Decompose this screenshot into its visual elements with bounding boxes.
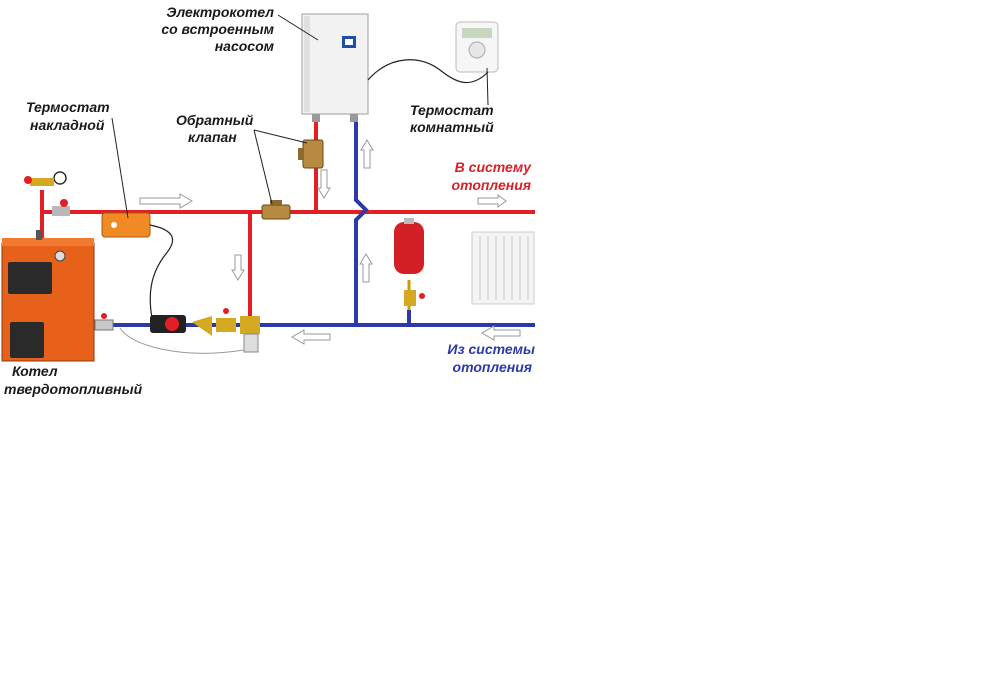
- arrow-return-left-2: [481, 325, 521, 341]
- svg-text:Термостат: Термостат: [26, 99, 110, 115]
- svg-text:твердотопливный: твердотопливный: [4, 381, 143, 397]
- arrow-supply-right-2: [477, 194, 507, 208]
- arrow-down-bypass: [231, 254, 245, 281]
- svg-text:Обратный: Обратный: [176, 112, 254, 128]
- svg-text:насосом: насосом: [215, 38, 275, 54]
- flow-arrows: [139, 139, 521, 345]
- solid-fuel-boiler: [1, 230, 95, 362]
- electric-boiler-return: [354, 118, 369, 325]
- arrow-up-electric-return: [360, 139, 374, 169]
- arrow-return-left-1: [291, 329, 331, 345]
- svg-text:Термостат: Термостат: [410, 102, 494, 118]
- svg-text:Электрокотел: Электрокотел: [166, 4, 274, 20]
- electric-boiler: [301, 13, 369, 122]
- svg-text:накладной: накладной: [30, 117, 105, 133]
- label-check-valve: Обратный клапан: [176, 112, 254, 145]
- label-solid-fuel-boiler: Котел твердотопливный: [4, 363, 143, 397]
- label-pipe-thermostat: Термостат накладной: [26, 99, 110, 133]
- arrow-supply-right-1: [139, 193, 193, 209]
- svg-text:В систему: В систему: [455, 159, 533, 175]
- label-electric-boiler: Электрокотел со встроенным насосом: [161, 4, 274, 54]
- svg-text:комнатный: комнатный: [410, 119, 494, 135]
- check-valve-main: [261, 200, 291, 220]
- radiator: [471, 231, 535, 305]
- pipe-thermostat: [101, 212, 174, 319]
- svg-text:отопления: отопления: [452, 177, 531, 193]
- svg-text:Котел: Котел: [12, 363, 58, 379]
- svg-text:со встроенным: со встроенным: [161, 21, 274, 37]
- safety-group: [24, 171, 70, 216]
- svg-text:Из системы: Из системы: [447, 341, 535, 357]
- arrow-down-electric: [317, 169, 331, 199]
- svg-text:клапан: клапан: [188, 129, 237, 145]
- leader-lines: [111, 14, 489, 219]
- check-valve-electric: [298, 139, 324, 169]
- svg-text:отопления: отопления: [453, 359, 532, 375]
- label-room-thermostat: Термостат комнатный: [410, 102, 494, 135]
- arrow-up-return-riser: [359, 253, 373, 283]
- room-thermostat: [367, 21, 499, 84]
- label-from-heating: Из системы отопления: [447, 341, 535, 375]
- label-to-heating: В систему отопления: [452, 159, 533, 193]
- expansion-tank: [394, 218, 425, 306]
- pump-group: [94, 308, 260, 354]
